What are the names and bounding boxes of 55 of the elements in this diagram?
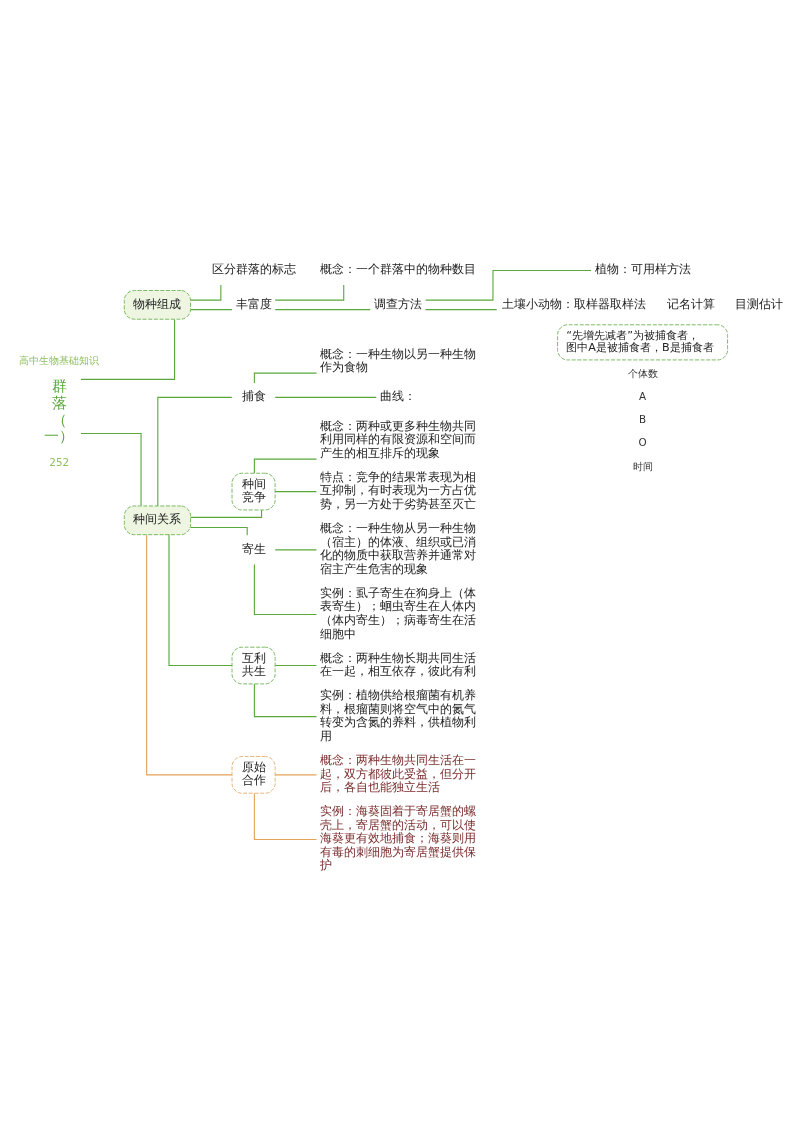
- label: 252: [49, 456, 70, 469]
- connector: [146, 534, 233, 776]
- node-text: 实例：海葵固着于寄居蟹的螺壳上，寄居蟹的活动，可以使海葵更有效地捕食；海葵则用有毒的刺细胞为寄居蟹提供保护: [319, 804, 476, 873]
- connector: [190, 509, 263, 518]
- node-text: 区分群落的标志: [211, 262, 296, 277]
- node-text: 概念：两种或更多种生物共同利用同样的有限资源和空间而产生的相互排斥的现象: [319, 418, 476, 460]
- node-text: 土壤小动物：取样器取样法: [502, 297, 647, 312]
- node-text: 植物：可用样方法: [594, 262, 691, 277]
- connector: [190, 526, 248, 536]
- node-text: 寄生: [241, 541, 266, 556]
- connector: [274, 396, 377, 398]
- label: A: [639, 390, 647, 403]
- node-text: 实例：虱子寄生在狗身上（体表寄生）；蛔虫寄生在人体内（体内寄生）；病毒寄生在活细胞中: [319, 585, 476, 641]
- connector: [425, 309, 498, 311]
- connector: [80, 319, 176, 380]
- node-text: 概念：一个群落中的物种数目: [320, 262, 477, 277]
- connector: [80, 433, 142, 507]
- node-text: 概念：一种生物从另一种生物（宿主）的体液、组织或已消化的物质中获取营养并通常对宿主产生危害的现象: [319, 521, 476, 576]
- node-box: 种间关系: [123, 505, 191, 536]
- connector: [274, 665, 317, 667]
- node-text: 群落（一）: [44, 377, 75, 446]
- connector: [253, 458, 318, 474]
- label: 时间: [632, 459, 653, 472]
- label: O: [638, 436, 647, 449]
- node-text: 丰富度: [235, 296, 272, 311]
- connector: [425, 270, 592, 301]
- connector: [190, 284, 222, 301]
- label: 高中生物基础知识: [19, 354, 100, 367]
- label: B: [639, 413, 647, 426]
- node-box: 原始合作: [231, 756, 276, 794]
- connector: [253, 563, 318, 616]
- node-box: “先增先减者”为被捕食者，图中A是被捕食者，B是捕食者: [557, 324, 728, 361]
- connector: [157, 396, 233, 507]
- connector: [274, 309, 371, 311]
- connector: [190, 309, 233, 311]
- node-text: 特点：竞争的结果常表现为相互抑制，有时表现为一方占优势，另一方处于劣势甚至灭亡: [319, 469, 476, 511]
- node-text: 调查方法: [374, 296, 423, 311]
- node-text: 概念：两种生物共同生活在一起，双方都彼此受益，但分开后，各自也能独立生活: [319, 753, 476, 795]
- connector: [274, 284, 345, 301]
- node-text: 实例：植物供给根瘤菌有机养料，根瘤菌则将空气中的氮气转变为含氮的养料，供植物利用: [319, 688, 476, 743]
- node-box: 种间竞争: [231, 472, 276, 511]
- connector: [168, 534, 233, 667]
- connector: [274, 774, 317, 776]
- node-label: 目测估计: [735, 297, 784, 312]
- connector: [274, 491, 317, 493]
- node-text: 曲线：: [380, 389, 417, 404]
- node-label: 记名计算: [666, 297, 715, 312]
- node-box: 互利共生: [231, 646, 276, 685]
- connector: [253, 683, 318, 718]
- node-text: 捕食: [241, 389, 266, 404]
- node-box: 物种组成: [123, 290, 191, 320]
- connector: [253, 793, 318, 841]
- node-text: 概念：两种生物长期共同生活在一起，相互依存，彼此有利: [319, 650, 476, 679]
- connector: [274, 549, 317, 551]
- node-text: 概念：一种生物以另一种生物作为食物: [319, 346, 476, 375]
